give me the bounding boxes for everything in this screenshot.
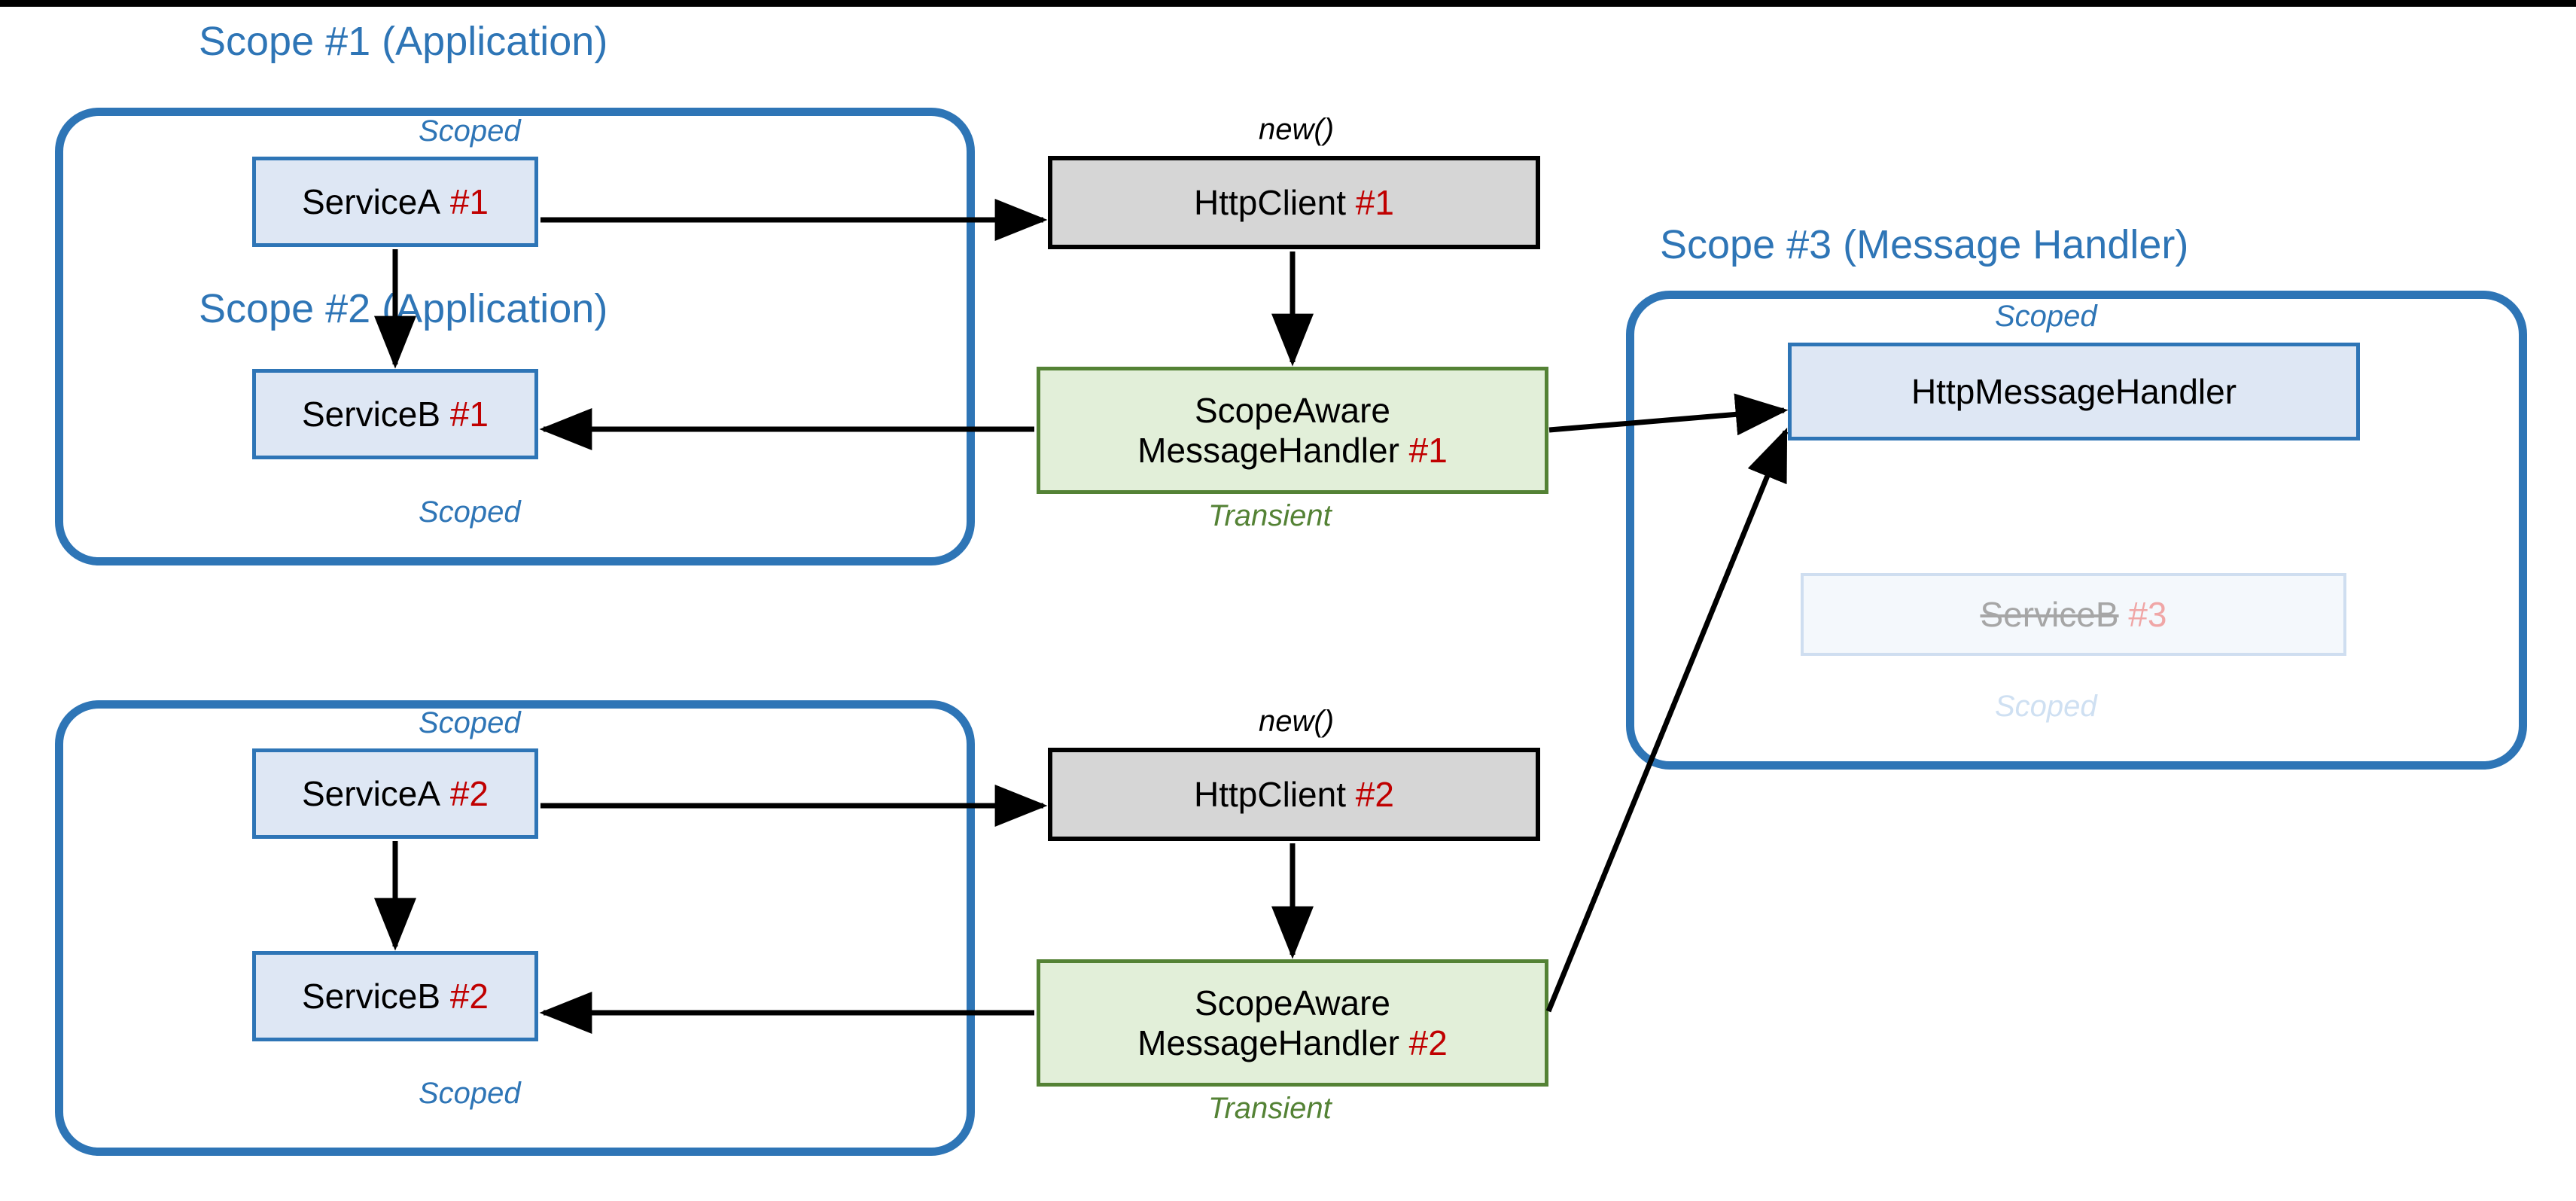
http-client-2-new-label: new() <box>1259 705 1335 738</box>
service-b-1-lifetime-label: Scoped <box>419 495 521 529</box>
node-service-b-3[interactable]: ServiceB #3 <box>1801 573 2346 656</box>
http-client-1-new-label: new() <box>1259 113 1335 146</box>
node-service-b-2[interactable]: ServiceB #2 <box>252 951 538 1041</box>
node-service-a-2[interactable]: ServiceA #2 <box>252 748 538 839</box>
node-scopeaware-messagehandler-1[interactable]: ScopeAware MessageHandler #1 <box>1037 367 1548 494</box>
node-service-b-1[interactable]: ServiceB #1 <box>252 369 538 459</box>
node-service-a-1-label: ServiceA #1 <box>301 181 489 221</box>
handler-1-lifetime-label: Transient <box>1208 499 1332 532</box>
scope-3-title: Scope #3 (Message Handler) <box>1660 222 2189 267</box>
node-http-client-2[interactable]: HttpClient #2 <box>1048 748 1540 841</box>
node-handler-2-line1: ScopeAware <box>1195 983 1390 1023</box>
scope-1-title: Scope #1 (Application) <box>199 19 608 64</box>
node-http-client-1[interactable]: HttpClient #1 <box>1048 156 1540 249</box>
service-a-1-lifetime-label: Scoped <box>419 114 521 148</box>
node-http-client-1-label: HttpClient #1 <box>1194 182 1394 222</box>
node-scopeaware-messagehandler-2[interactable]: ScopeAware MessageHandler #2 <box>1037 959 1548 1087</box>
handler-2-lifetime-label: Transient <box>1208 1092 1332 1125</box>
node-handler-1-line2-wrap: MessageHandler #1 <box>1137 430 1448 470</box>
scope-1-container <box>55 108 975 565</box>
node-handler-2-line2-wrap: MessageHandler #2 <box>1137 1023 1448 1062</box>
node-service-b-1-label: ServiceB #1 <box>301 394 489 434</box>
node-handler-1-line1: ScopeAware <box>1195 391 1390 431</box>
scope-2-container <box>55 700 975 1156</box>
scope-2-title: Scope #2 (Application) <box>199 286 608 331</box>
service-a-2-lifetime-label: Scoped <box>419 706 521 739</box>
node-http-message-handler[interactable]: HttpMessageHandler <box>1788 343 2360 440</box>
node-http-message-handler-label: HttpMessageHandler <box>1911 371 2237 411</box>
node-service-a-1[interactable]: ServiceA #1 <box>252 157 538 247</box>
top-black-bar <box>0 0 2576 7</box>
node-service-b-2-label: ServiceB #2 <box>301 976 489 1016</box>
node-service-b-3-label: ServiceB #3 <box>1980 594 2167 634</box>
service-b-2-lifetime-label: Scoped <box>419 1077 521 1110</box>
node-service-a-2-label: ServiceA #2 <box>301 773 489 813</box>
http-message-handler-lifetime-label: Scoped <box>1995 300 2097 333</box>
node-http-client-2-label: HttpClient #2 <box>1194 774 1394 814</box>
service-b-3-lifetime-label: Scoped <box>1995 690 2097 723</box>
